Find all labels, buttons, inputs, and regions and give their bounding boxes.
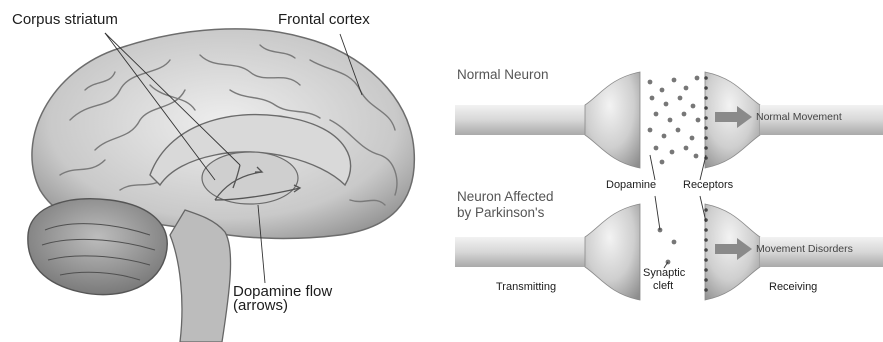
- normal-transmitting-axon: [455, 105, 585, 135]
- dopamine-pointer-2: [655, 196, 660, 230]
- parkinsons-transmitting-axon: [455, 237, 585, 267]
- cleft-label: cleft: [653, 281, 673, 293]
- normal-receptors: [704, 76, 708, 160]
- receptors-label: Receptors: [683, 180, 733, 192]
- corpus-striatum: [202, 152, 298, 204]
- dopamine-flow-sub-label: (arrows): [233, 298, 288, 314]
- corpus-striatum-label: Corpus striatum: [12, 12, 118, 28]
- normal-dopamine-molecules: [648, 76, 701, 165]
- normal-neuron-title: Normal Neuron: [457, 68, 549, 82]
- dopamine-label: Dopamine: [606, 180, 656, 192]
- parkinsons-neuron-title-line1: Neuron Affected: [457, 190, 554, 204]
- neuron-callout-lines: [650, 155, 706, 268]
- movement-disorders-label: Movement Disorders: [756, 244, 853, 255]
- normal-movement-label: Normal Movement: [756, 112, 842, 123]
- normal-transmitting-terminal: [585, 72, 640, 168]
- cerebellum: [28, 199, 167, 295]
- brain-illustration: [28, 29, 414, 342]
- synaptic-label: Synaptic: [643, 268, 685, 280]
- dopamine-pointer: [650, 155, 655, 180]
- brainstem: [170, 210, 231, 342]
- parkinsons-transmitting-terminal: [585, 204, 640, 300]
- parkinsons-dopamine-molecules: [658, 228, 677, 265]
- frontal-cortex-label: Frontal cortex: [278, 12, 370, 28]
- receiving-label: Receiving: [769, 282, 817, 294]
- parkinsons-neuron-title-line2: by Parkinson's: [457, 206, 544, 220]
- transmitting-label: Transmitting: [496, 282, 556, 294]
